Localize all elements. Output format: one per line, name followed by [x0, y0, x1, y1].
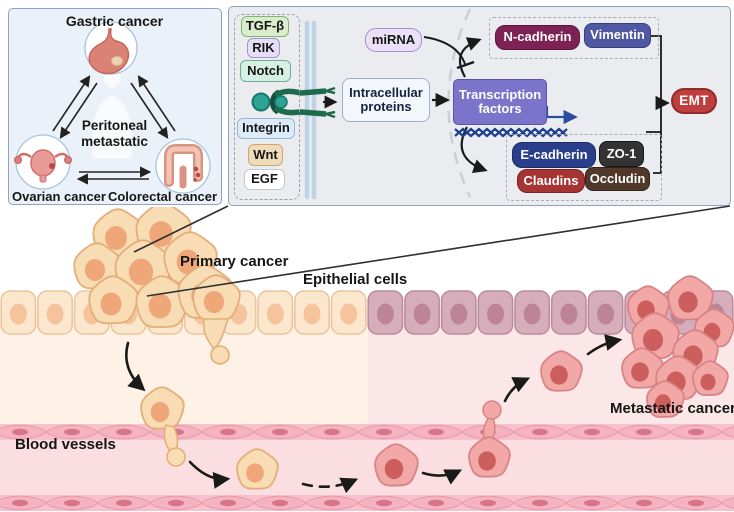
metastatic-cancer-label: Metastatic cancer: [610, 400, 734, 417]
marker-chip-claudins: Claudins: [517, 169, 585, 193]
ligand-chip-integrin: Integrin: [237, 118, 295, 139]
blood-vessels-label: Blood vessels: [15, 436, 116, 453]
seeding-cell: [540, 350, 583, 392]
gastric-cancer-label: Gastric cancer: [65, 13, 164, 29]
emt-badge: EMT: [671, 88, 717, 114]
crosstalk-arrows: [52, 75, 176, 185]
vessel-wall: [0, 424, 734, 440]
emt-pathway-panel: TGF-β RIK Notch Integrin Wnt EGF miRNA I…: [228, 6, 731, 206]
migration-arrows: [125, 334, 623, 494]
ligand-group-outline: [234, 14, 300, 200]
primary-cancer-label: Primary cancer: [180, 253, 289, 270]
vessel-wall: [0, 495, 734, 511]
epithelial-marker-group: [506, 134, 662, 201]
stomach-icon: [88, 28, 130, 75]
organ-panel-graphics: [14, 21, 211, 194]
metastasis-scene: [0, 207, 734, 511]
primary-cancer-cell: [88, 275, 139, 325]
ligand-chip-egf: EGF: [244, 169, 285, 190]
metastatic-cancer-cell: [631, 312, 680, 360]
marker-chip-e-cadherin: E-cadherin: [512, 142, 596, 168]
emt-collector-lines: [646, 35, 670, 174]
pathway-graphics: [251, 8, 670, 200]
receptor-icon: [251, 86, 336, 119]
metastatic-cancer-cell: [621, 347, 664, 389]
marker-chip-n-cadherin: N-cadherin: [495, 25, 580, 50]
extravasating-cell-body: [468, 436, 511, 478]
colon-icon: [164, 144, 203, 189]
human-silhouette-icon: [91, 69, 133, 160]
uterus-icon: [14, 149, 72, 183]
ligand-chip-tgfb: TGF-β: [241, 16, 289, 37]
ligand-chip-wnt: Wnt: [248, 144, 283, 166]
mirna-chip: miRNA: [365, 28, 422, 52]
migrating-cell: [140, 386, 185, 430]
marker-chip-occludin: Occludin: [585, 167, 650, 191]
mirna-inhibition-curve: [423, 36, 466, 65]
extravasating-cell: [482, 400, 502, 442]
colorectal-cancer-label: Colorectal cancer: [107, 189, 218, 204]
vessel-lumen: [0, 439, 734, 497]
transcription-start-arrow: [545, 106, 578, 125]
peritoneal-metastatic-label: Peritoneal metastatic: [81, 118, 148, 149]
dna-strand-icon: [454, 127, 568, 138]
circulating-cell-pink: [374, 443, 419, 487]
metastatic-cancer-cell: [646, 380, 685, 418]
intravasating-cell: [163, 424, 186, 467]
ligand-chip-rik: RIK: [247, 38, 280, 58]
epithelial-cells-label: Epithelial cells: [303, 271, 408, 288]
circulating-cell-orange: [236, 448, 279, 490]
ligand-chip-notch: Notch: [240, 60, 291, 82]
marker-chip-vimentin: Vimentin: [584, 23, 651, 48]
marker-chip-zo1: ZO-1: [599, 141, 644, 167]
ovarian-cancer-label: Ovarian cancer: [12, 189, 106, 204]
mesenchymal-marker-group: [489, 17, 659, 59]
intracellular-proteins-box: Intracellular proteins: [342, 78, 430, 122]
organ-crosstalk-panel: Gastric cancer Peritoneal metastatic Ova…: [8, 8, 222, 205]
metastatic-cancer-cell: [692, 360, 729, 396]
transcription-factors-box: Transcription factors: [453, 79, 547, 125]
tf-to-mesenchymal-arrow: [458, 37, 482, 78]
nuclear-envelope-arc: [447, 8, 472, 198]
